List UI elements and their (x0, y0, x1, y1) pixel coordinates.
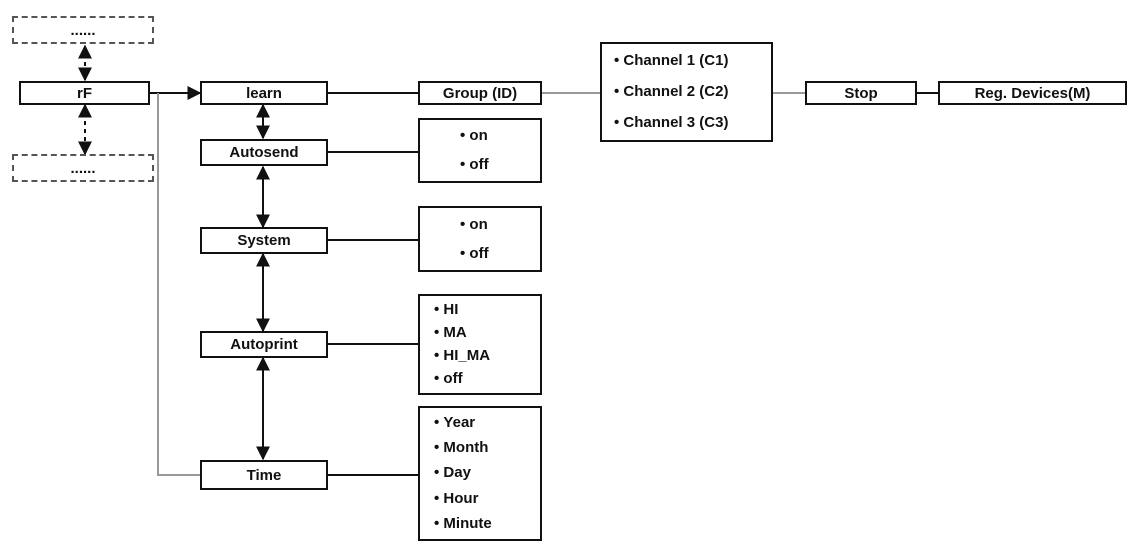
time-node: Time (200, 460, 328, 490)
time-option: Minute (434, 516, 540, 532)
autoprint-option: HI_MA (434, 348, 540, 364)
time-option: Year (434, 414, 540, 431)
autosend-node: Autosend (200, 139, 328, 166)
learn-node: learn (200, 81, 328, 105)
autoprint-option: HI (434, 301, 540, 318)
autoprint-options: HI MA HI_MA off (418, 294, 542, 395)
time-option: Month (434, 440, 540, 456)
system-options: on off (418, 206, 542, 272)
channels-list: Channel 1 (C1) Channel 2 (C2) Channel 3 … (600, 42, 773, 142)
system-node: System (200, 227, 328, 254)
time-options: Year Month Day Hour Minute (418, 406, 542, 541)
stop-node: Stop (805, 81, 917, 105)
autoprint-node: Autoprint (200, 331, 328, 358)
more-items-top: ...... (12, 16, 154, 44)
channel-item: Channel 3 (C3) (614, 114, 771, 131)
time-option: Day (434, 465, 540, 481)
rf-to-time-line (157, 93, 200, 476)
system-option: off (460, 245, 540, 262)
autosend-options: on off (418, 118, 542, 183)
rf-node: rF (19, 81, 150, 105)
time-option: Hour (434, 490, 540, 507)
system-option: on (460, 216, 540, 233)
reg-devices-node: Reg. Devices(M) (938, 81, 1127, 105)
autosend-option: on (460, 128, 540, 144)
channel-item: Channel 1 (C1) (614, 53, 771, 69)
channel-item: Channel 2 (C2) (614, 83, 771, 100)
more-items-bottom: ...... (12, 154, 154, 182)
group-id-node: Group (ID) (418, 81, 542, 105)
autoprint-option: off (434, 371, 540, 387)
autoprint-option: MA (434, 324, 540, 341)
autosend-option: off (460, 156, 540, 173)
